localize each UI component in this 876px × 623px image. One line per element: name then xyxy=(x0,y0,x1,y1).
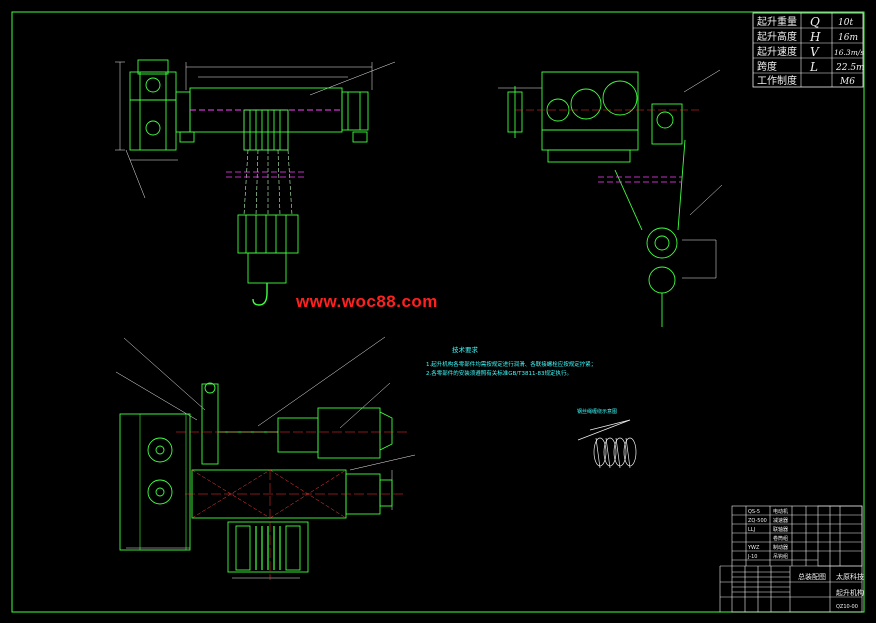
spec-symbol-2: V xyxy=(810,45,820,59)
spec-value-1: 16m xyxy=(838,33,858,43)
bom-code-2: LLJ xyxy=(748,527,755,533)
bom-code-4: YWZ xyxy=(747,545,760,551)
title-block-name2: 起升机构 xyxy=(836,588,864,597)
bom-name-4: 制动器 xyxy=(773,544,788,551)
detail-label: 钢丝绳缠绕示意图 xyxy=(577,408,617,415)
bom-name-3: 卷筒组 xyxy=(773,535,788,542)
watermark-text: www.woc88.com xyxy=(296,292,438,311)
spec-table: 起升重量 起升高度 起升速度 跨度 工作制度 Q H V L 10t 16m 1… xyxy=(752,12,865,88)
spec-symbol-3: L xyxy=(809,60,818,74)
bom-code-0: QS-5 xyxy=(748,509,760,515)
spec-symbol-1: H xyxy=(809,30,821,44)
title-block-drawing-no: QZ10-00 xyxy=(836,604,858,610)
bom-code-1: ZQ-500 xyxy=(748,518,767,524)
spec-value-2: 16.3m/s xyxy=(834,48,864,57)
spec-label-0: 起升重量 xyxy=(757,15,797,28)
title-block-name1: 总装配图 xyxy=(798,572,826,581)
rope-reeving-detail xyxy=(577,419,637,469)
spec-label-3: 跨度 xyxy=(757,60,777,73)
spec-value-4: M6 xyxy=(839,77,855,87)
spec-symbol-0: Q xyxy=(810,15,820,29)
drawing-border xyxy=(11,11,865,613)
plan-view xyxy=(115,336,416,579)
title-block: QS-5 电动机 ZQ-500 减速器 LLJ 联轴器 卷筒组 YWZ 制动器 … xyxy=(719,505,864,613)
spec-value-0: 10t xyxy=(838,18,853,28)
spec-label-4: 工作制度 xyxy=(757,74,797,87)
side-view xyxy=(498,69,723,327)
technical-notes: 技术要求 1.起升机构各零部件均需按规定进行润滑、各联接螺栓应按规定拧紧； 2.… xyxy=(426,345,596,377)
title-block-org: 太原科技 xyxy=(836,572,864,581)
spec-label-2: 起升速度 xyxy=(757,45,797,58)
front-view xyxy=(115,59,396,306)
bom-name-2: 联轴器 xyxy=(773,526,788,533)
spec-label-1: 起升高度 xyxy=(757,30,797,43)
spec-value-3: 22.5m xyxy=(835,63,865,73)
notes-line-1: 1.起升机构各零部件均需按规定进行润滑、各联接螺栓应按规定拧紧； xyxy=(426,360,596,368)
notes-title: 技术要求 xyxy=(452,345,479,354)
bom-name-0: 电动机 xyxy=(773,508,788,515)
bom-name-5: 吊钩组 xyxy=(773,553,788,560)
notes-line-2: 2.各零部件的安装须遵照有关标准GB/T3811-83规定执行。 xyxy=(426,369,572,377)
bom-name-1: 减速器 xyxy=(773,517,788,524)
bom-code-5: J-10 xyxy=(747,554,757,560)
